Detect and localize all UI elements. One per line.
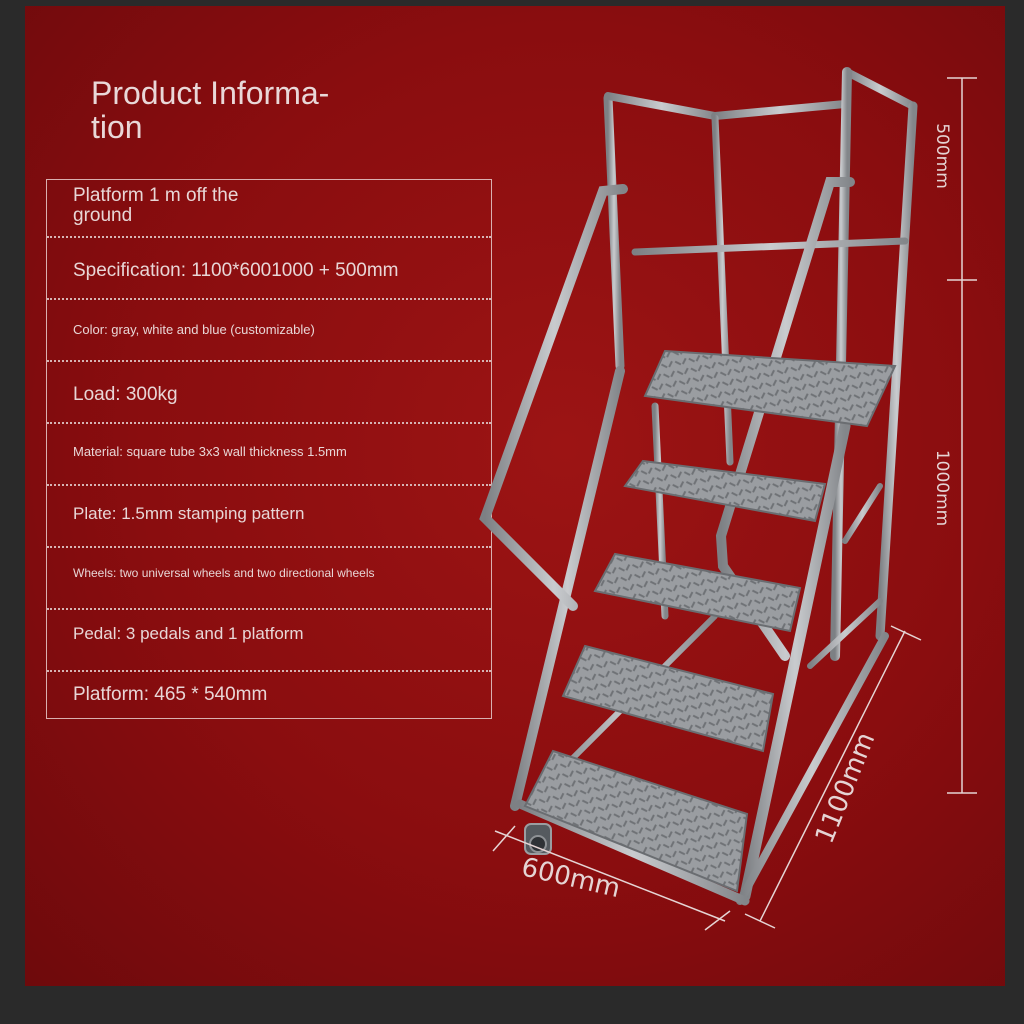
tread-platform [643,349,897,428]
dimension-lines [492,77,977,931]
caster-wheel [524,823,552,855]
tread-bottom [523,749,749,893]
spec-row-load: Load: 300kg [47,362,491,424]
ladder-treads [523,349,897,893]
spec-text: Platform: 465 * 540mm [73,684,268,705]
spec-row-specification: Specification: 1100*6001000 + 500mm [47,238,491,300]
spec-row-platform-size: Platform: 465 * 540mm [47,672,491,718]
spec-table: Platform 1 m off the ground Specificatio… [46,179,492,719]
spec-text: Specification: 1100*6001000 + 500mm [73,260,399,281]
poster-title: Product Informa- tion [91,75,330,145]
spec-row-platform-height: Platform 1 m off the ground [47,180,491,238]
spec-row-material: Material: square tube 3x3 wall thickness… [47,424,491,486]
spec-text: Plate: 1.5mm stamping pattern [73,504,305,523]
spec-row-pedal: Pedal: 3 pedals and 1 platform [47,610,491,672]
dimension-top-height: 500mm [932,123,952,189]
spec-row-color: Color: gray, white and blue (customizabl… [47,300,491,362]
dimension-platform-height: 1000mm [932,450,952,526]
spec-row-wheels: Wheels: two universal wheels and two dir… [47,548,491,610]
spec-text: Wheels: two universal wheels and two dir… [73,566,375,580]
spec-text: Material: square tube 3x3 wall thickness… [73,444,347,459]
spec-row-plate: Plate: 1.5mm stamping pattern [47,486,491,548]
ladder-illustration: 500mm 1000mm 1100mm 600mm [479,67,977,931]
ladder-frame [510,67,918,906]
tread-1 [561,644,775,753]
spec-text: Load: 300kg [73,384,178,405]
product-poster: Product Informa- tion Platform 1 m off t… [25,6,1005,986]
tread-2 [593,552,802,633]
spec-text: Pedal: 3 pedals and 1 platform [73,624,304,643]
spec-text: Platform 1 m off the ground [73,185,239,226]
spec-text: Color: gray, white and blue (customizabl… [73,322,315,337]
tread-3 [623,459,827,523]
